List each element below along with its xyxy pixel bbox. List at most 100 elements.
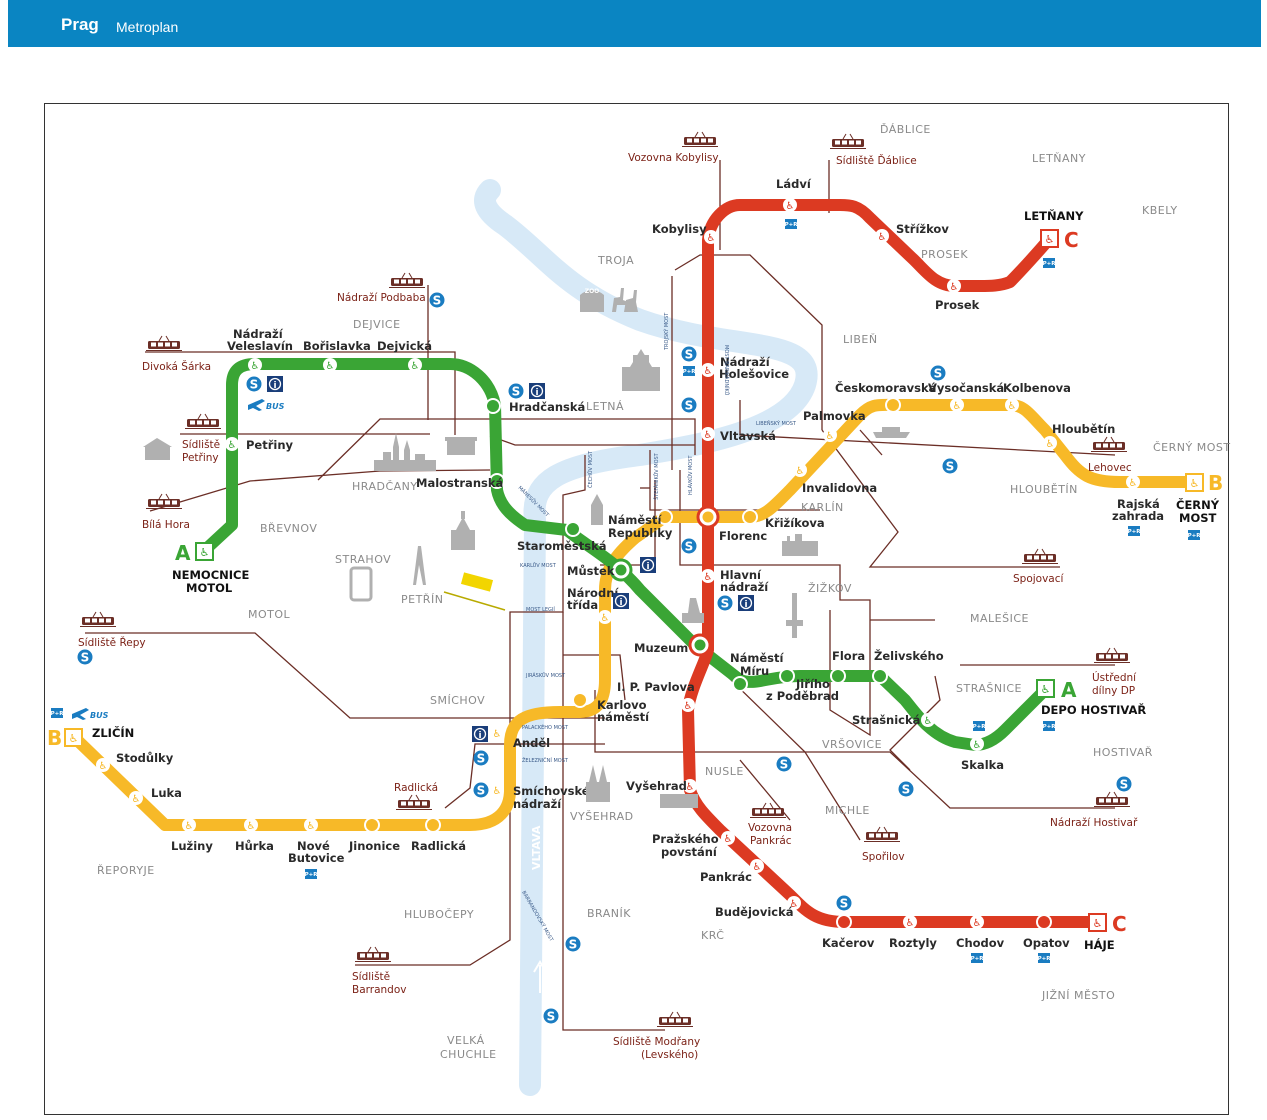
svg-text:P+R: P+R xyxy=(1188,533,1202,539)
label-sporilov: Spořilov xyxy=(862,851,905,863)
bridge-zeleznicni: ŽELEZNIČNÍ MOST xyxy=(522,756,569,764)
district-hradcany: HRADČANY xyxy=(352,480,418,493)
terminus-letnany: ♿C xyxy=(1040,228,1079,252)
district-prosek: PROSEK xyxy=(921,248,968,261)
statue-icon xyxy=(682,598,704,623)
info-icon xyxy=(528,382,546,400)
label-namesti-republiky-2: Republiky xyxy=(608,526,673,540)
park-ride-icon: P+R xyxy=(1188,530,1202,540)
svg-text:♿: ♿ xyxy=(878,232,887,243)
label-hradcanska: Hradčanská xyxy=(509,400,585,414)
svg-text:P+R: P+R xyxy=(971,956,985,962)
district-zizkov: ŽIŽKOV xyxy=(808,582,852,595)
castle-troja-icon xyxy=(622,349,660,391)
label-vozovna-pankrac-2: Pankrác xyxy=(750,835,792,847)
svg-text:♿: ♿ xyxy=(411,361,420,372)
giraffe-icon xyxy=(612,288,638,312)
label-jiriho-2: z Poděbrad xyxy=(766,689,839,703)
terminus-haje: ♿C xyxy=(1088,912,1127,936)
station-flora-marker xyxy=(830,668,846,684)
station-prosek-marker: ♿ xyxy=(947,279,961,293)
transfer-muzeum xyxy=(688,633,712,657)
map-frame xyxy=(44,103,1229,1115)
label-hurka: Hůrka xyxy=(235,839,274,853)
tram-icon xyxy=(1090,436,1128,452)
station-vysocanska-marker: ♿ xyxy=(950,398,964,412)
district-hloubetin: HLOUBĚTÍN xyxy=(1010,483,1078,496)
label-radlicka-tram: Radlická xyxy=(394,782,438,794)
label-strizkov: Střížkov xyxy=(896,222,949,236)
bridge-liben: LIBEŇSKÝ MOST xyxy=(756,420,797,427)
label-petriny: Petřiny xyxy=(246,438,294,452)
svg-text:♿: ♿ xyxy=(99,761,108,772)
line-b-stations: ♿ ♿ ♿ ♿ ♿ ♿ ♿ ♿ ♿ ♿ ♿ ♿ ♿ ♿ xyxy=(96,397,1140,833)
district-brevnov: BŘEVNOV xyxy=(260,522,317,535)
label-karlovo-1: Karlovo xyxy=(597,698,647,712)
park-ride-icon: P+R xyxy=(1128,526,1141,536)
label-malostranska: Malostranská xyxy=(416,476,503,490)
tram-icon xyxy=(1093,647,1131,663)
station-borislavka-marker: ♿ xyxy=(323,358,337,372)
district-strahov: STRAHOV xyxy=(335,553,391,566)
line-a-stations: ♿ ♿ ♿ ♿ ♿ ♿ xyxy=(225,358,984,751)
label-karlovo-2: náměstí xyxy=(597,710,650,724)
station-karlovo-marker xyxy=(572,692,588,708)
district-michle: MICHLE xyxy=(825,804,870,817)
metro-line-a xyxy=(199,358,1051,751)
terminus-nemocnice-motol: ♿A xyxy=(175,541,214,565)
station-narodni-marker: ♿ xyxy=(598,610,612,624)
label-mustek: Můstek xyxy=(567,564,615,578)
river-label-south: VLTAVA xyxy=(530,825,543,870)
station-kacerov-marker xyxy=(836,914,852,930)
zoo-icon: ZOO xyxy=(580,288,604,312)
label-budejovicka: Budějovická xyxy=(715,905,794,919)
bridge-troja: TROJSKÝ MOST xyxy=(663,312,670,351)
cathedral-vysehrad-icon xyxy=(586,765,610,802)
svg-text:♿: ♿ xyxy=(953,401,962,412)
station-invalidovna-marker: ♿ xyxy=(793,463,807,477)
label-namesti-miru-1: Náměstí xyxy=(730,651,785,665)
label-motol: MOTOL xyxy=(186,581,233,595)
label-cerny-most-1: ČERNÝ xyxy=(1176,497,1220,512)
svg-text:P+R: P+R xyxy=(1038,956,1052,962)
svg-text:BUS: BUS xyxy=(90,711,109,720)
transfer-florenc xyxy=(696,505,720,529)
svg-text:♿: ♿ xyxy=(826,431,835,442)
station-jinonice-marker xyxy=(364,817,380,833)
station-stodulky-marker: ♿ xyxy=(96,758,110,772)
svg-text:♿: ♿ xyxy=(790,899,799,910)
station-pankrac-marker: ♿ xyxy=(750,859,764,873)
svg-text:♿: ♿ xyxy=(973,740,982,751)
district-vysehrad: VYŠEHRAD xyxy=(570,810,634,823)
label-kobylisy: Kobylisy xyxy=(652,222,707,236)
park-ride-icon: P+R xyxy=(51,708,64,718)
label-sidliste-repy: Sídliště Řepy xyxy=(78,636,146,649)
district-liben: LIBEŇ xyxy=(843,333,878,346)
label-vysocanska: Vysočanská xyxy=(928,381,1004,395)
svg-text:♿: ♿ xyxy=(704,366,713,377)
tower-zizkov-icon xyxy=(786,593,803,638)
tram-icon xyxy=(354,946,392,962)
svg-text:♿: ♿ xyxy=(307,821,316,832)
label-ustredni-2: dílny DP xyxy=(1092,685,1135,697)
line-c-stations: ♿ ♿ ♿ ♿ ♿ ♿ ♿ ♿ ♿ ♿ ♿ ♿ ♿ ♿ xyxy=(681,198,1052,930)
svg-text:♿: ♿ xyxy=(326,361,335,372)
station-hloubetin-marker: ♿ xyxy=(1043,436,1057,450)
s-train-icon xyxy=(942,458,958,474)
s-train-icon xyxy=(473,750,489,766)
page-header: Prag Metroplan xyxy=(8,0,1261,47)
svg-text:B: B xyxy=(47,726,62,750)
label-nemocnice: NEMOCNICE xyxy=(172,568,249,582)
park-ride-icon: P+R xyxy=(971,953,985,963)
label-sidliste-modrany-1: Sídliště Modřany xyxy=(613,1036,700,1048)
label-bila-hora: Bílá Hora xyxy=(142,519,190,531)
district-nusle: NUSLE xyxy=(705,765,744,778)
station-luziny-marker: ♿ xyxy=(182,818,196,832)
district-petrin: PETŘÍN xyxy=(401,593,443,606)
station-namesti-miru-marker xyxy=(732,676,748,692)
station-strizkov-marker: ♿ xyxy=(875,229,889,243)
airport-bus-icon: BUS xyxy=(248,399,285,411)
station-jiriho-marker xyxy=(779,668,795,684)
svg-text:♿: ♿ xyxy=(1093,917,1103,930)
district-strasnice: STRAŠNICE xyxy=(956,682,1022,695)
